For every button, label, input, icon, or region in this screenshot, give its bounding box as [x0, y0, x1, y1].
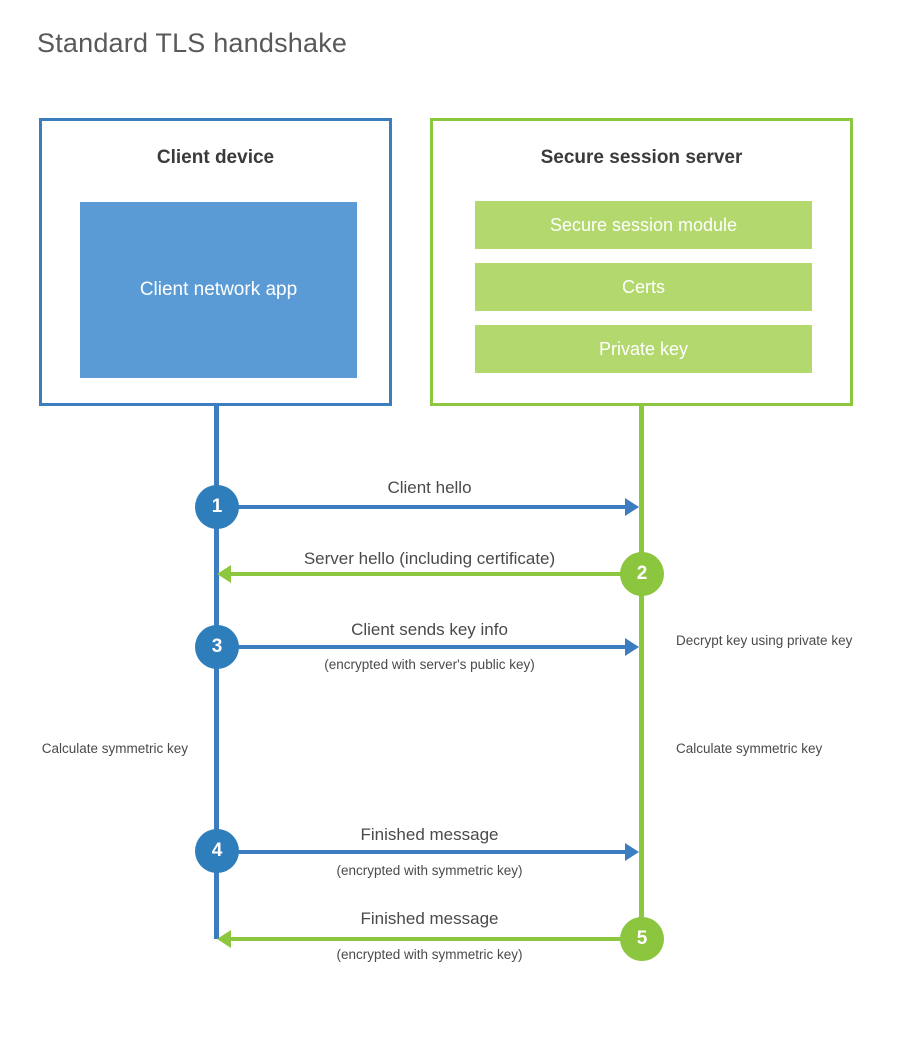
step-4-arrow-line: [217, 850, 625, 854]
secure-session-server-title: Secure session server: [540, 147, 743, 168]
step-2-arrow-head-left-icon: [217, 565, 231, 583]
step-4-arrow-head-right-icon: [625, 843, 639, 861]
server-component-private-key: Private key: [475, 325, 812, 373]
step-4-sublabel: (encrypted with symmetric key): [336, 863, 523, 878]
step-marker-1[interactable]: 1: [195, 485, 239, 529]
note-server-calculate-symmetric-key: Calculate symmetric key: [676, 741, 823, 756]
client-lifeline: [214, 406, 219, 939]
step-marker-2[interactable]: 2: [620, 552, 664, 596]
step-1-arrow-line: [217, 505, 625, 509]
step-marker-3[interactable]: 3: [195, 625, 239, 669]
server-component-list: Secure session module Certs Private key: [475, 201, 812, 373]
note-server-decrypt-key: Decrypt key using private key: [676, 633, 853, 648]
step-2-arrow-line: [231, 572, 642, 576]
step-4-label: Finished message: [360, 825, 499, 844]
secure-session-server-box: Secure session server Secure session mod…: [430, 118, 853, 406]
step-marker-5[interactable]: 5: [620, 917, 664, 961]
step-3-sublabel: (encrypted with server's public key): [324, 657, 535, 672]
client-device-title: Client device: [156, 147, 275, 168]
step-3-label: Client sends key info: [351, 620, 508, 639]
step-5-arrow-head-left-icon: [217, 930, 231, 948]
step-5-arrow-line: [231, 937, 642, 941]
step-2-label: Server hello (including certificate): [303, 549, 556, 568]
note-client-calculate-symmetric-key: Calculate symmetric key: [41, 741, 188, 756]
client-device-box: Client device Client network app: [39, 118, 392, 406]
step-3-arrow-line: [217, 645, 625, 649]
server-component-certs: Certs: [475, 263, 812, 311]
step-marker-4[interactable]: 4: [195, 829, 239, 873]
step-5-label: Finished message: [360, 909, 499, 928]
client-network-app-block: Client network app: [80, 202, 357, 378]
server-component-secure-session-module: Secure session module: [475, 201, 812, 249]
step-1-arrow-head-right-icon: [625, 498, 639, 516]
step-3-arrow-head-right-icon: [625, 638, 639, 656]
server-lifeline: [639, 406, 644, 939]
step-5-sublabel: (encrypted with symmetric key): [336, 947, 523, 962]
step-1-label: Client hello: [387, 478, 472, 497]
page-title: Standard TLS handshake: [37, 28, 348, 58]
